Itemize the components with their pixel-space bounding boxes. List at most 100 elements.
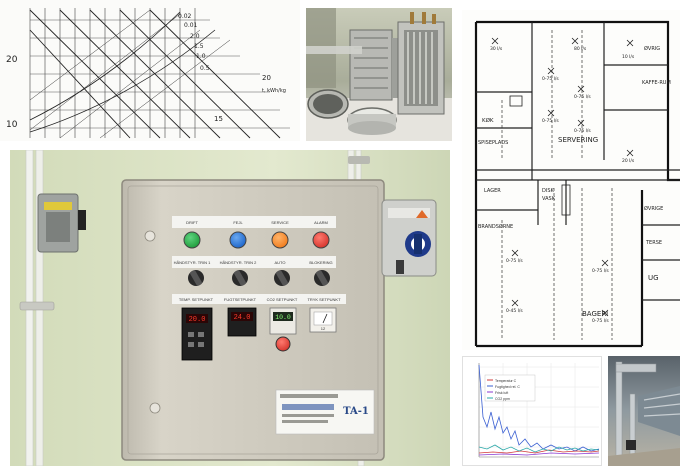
flow-label: 0-75 l/s	[542, 76, 559, 82]
crossing-lines	[29, 9, 231, 139]
diffuser-marks	[491, 37, 634, 317]
flow-label: 80 l/s	[574, 46, 587, 52]
curve-label: 0.5	[200, 65, 210, 72]
room-label: KAFFE-RUM	[642, 80, 671, 86]
series-line-red	[478, 449, 600, 454]
curve-label: 2.0	[190, 33, 200, 40]
controller-label-strip: TEMP. SETPUNKT FUGTSETPUNKT CO2 SETPUNKT…	[172, 294, 346, 304]
controller-label: TEMP. SETPUNKT	[179, 297, 214, 302]
ventilation-floor-plan: SERVERING BAGERI KØK LAGER ØVRIG VASK BR…	[462, 10, 680, 350]
curve-label: 1.0	[196, 53, 206, 60]
legend-entry: Fugtighed rel. C	[495, 385, 520, 389]
lamp-label-drift: DRIFT	[186, 220, 198, 225]
flow-label: 20 l/s	[622, 158, 635, 164]
round-duct-parts	[307, 89, 397, 135]
lamp-label-fejl: FEJL	[233, 220, 243, 225]
switch-label-strip: HÅNDSTYR. TRIN 1 HÅNDSTYR. TRIN 2 AUTO B…	[172, 256, 336, 268]
flow-label: 0-75 l/s	[592, 268, 609, 274]
series-line-purple	[478, 452, 600, 456]
psychrometric-chart-panel: 20 10 0.02 0.01 2.0 1.5 1.0 0.5 20 15 t,…	[0, 0, 300, 141]
measurement-chart: Temperatur C Fugtighed rel. C Frisk luft…	[462, 356, 602, 466]
control-cabinet-photo: DRIFT FEJL SERVICE ALARM HÅNDSTYR. TRIN …	[10, 150, 450, 466]
damper-box	[349, 29, 402, 101]
room-label: SPISEPLADS	[478, 140, 508, 146]
duct-installation-scene	[608, 356, 680, 466]
flow-label: 30 l/s	[490, 46, 503, 52]
switch-label: HÅNDSTYR. TRIN 1	[174, 260, 212, 265]
legend-entry: CO2 ppm	[495, 397, 510, 401]
psychrometric-chart: 20 10 0.02 0.01 2.0 1.5 1.0 0.5 20 15 t,…	[6, 8, 290, 139]
junction-box	[37, 193, 86, 253]
lamp-label-strip: DRIFT FEJL SERVICE ALARM	[172, 216, 336, 228]
curve-label: 20	[262, 74, 271, 82]
duct-parts-photo	[306, 8, 452, 141]
switch-label: BLOKERING	[309, 260, 332, 265]
lamp-label-alarm: ALARM	[314, 220, 328, 225]
orange-indicator-lamp	[271, 231, 289, 249]
rotary-switches	[188, 270, 330, 286]
controller-display: 20.0	[189, 316, 206, 324]
horizontal-grid	[30, 19, 290, 129]
flow-label: 0-75 l/s	[542, 118, 559, 124]
legend-entry: Temperatur C	[495, 379, 517, 383]
flow-label: 0-75 l/s	[574, 128, 591, 134]
alarm-reset-button	[275, 336, 291, 352]
room-label: BRANDSØRNE	[478, 223, 513, 230]
room-label: VASK	[542, 196, 556, 202]
nameplate: TA-1	[275, 389, 375, 435]
enthalpy-lines	[29, 9, 281, 139]
measurement-line-chart: Temperatur C Fugtighed rel. C Frisk luft…	[478, 363, 600, 458]
plate-logo: TA-1	[343, 406, 369, 417]
switch-label: HÅNDSTYR. TRIN 2	[220, 260, 258, 265]
vertical-duct	[615, 361, 623, 466]
flow-label: 0-75 l/s	[592, 318, 609, 324]
room-label: BAGERI	[582, 310, 608, 318]
room-label: TERSE	[645, 240, 662, 246]
flow-label: 10 l/s	[622, 54, 635, 60]
outer-walls	[474, 20, 680, 348]
duct-parts-illustration	[306, 8, 452, 141]
switch-label: AUTO	[274, 260, 285, 265]
axis-label-10: 10	[6, 120, 18, 130]
axis-label-20: 20	[6, 55, 18, 65]
shelving	[643, 393, 680, 417]
red-indicator-lamp	[312, 231, 330, 249]
controller-label: CO2 SETPUNKT	[267, 297, 298, 302]
vent-unit	[509, 95, 523, 107]
green-indicator-lamp	[183, 231, 201, 249]
humidity-controller: 24.0	[227, 307, 257, 337]
flow-label: 0-75 l/s	[506, 258, 523, 264]
room-label: ØVRIG	[644, 45, 660, 52]
saturation-curves	[29, 11, 216, 133]
duct-lines	[501, 30, 613, 340]
unit-label: t, kWh/kg	[262, 88, 286, 94]
curve-label: 0.02	[178, 13, 192, 20]
horizontal-duct	[615, 363, 657, 373]
pressure-meter: 12	[309, 307, 337, 333]
room-label: KØK	[482, 117, 494, 124]
duct-installation-photo	[608, 356, 680, 466]
vent-unit	[561, 184, 571, 216]
floor-plan-drawing: SERVERING BAGERI KØK LAGER ØVRIG VASK BR…	[474, 20, 680, 348]
co2-controller: 10.0	[269, 307, 297, 335]
room-label: DISK	[542, 188, 554, 194]
lamp-label-service: SERVICE	[271, 220, 289, 225]
chart-legend: Temperatur C Fugtighed rel. C Frisk luft…	[484, 374, 536, 402]
control-cabinet-scene: DRIFT FEJL SERVICE ALARM HÅNDSTYR. TRIN …	[10, 150, 450, 466]
controller-label: FUGTSETPUNKT	[224, 297, 257, 302]
series-line-teal	[478, 444, 600, 453]
vertical-grid	[29, 8, 196, 138]
room-label: ØVRIGE	[644, 205, 663, 212]
room-label: SERVERING	[558, 136, 598, 144]
interior-walls	[476, 22, 680, 301]
room-label: LAGER	[484, 188, 501, 194]
heater-box	[397, 12, 445, 115]
flow-label: 0-45 l/s	[506, 308, 523, 314]
room-label: UG	[648, 274, 659, 282]
flow-label: 0-75 l/s	[574, 94, 591, 100]
controller-label: TRYK SETPUNKT	[307, 297, 341, 302]
blue-indicator-lamp	[229, 231, 247, 249]
curve-label: 0.01	[184, 22, 198, 29]
meter-display: 12	[321, 326, 326, 331]
controller-display: 10.0	[275, 314, 291, 321]
